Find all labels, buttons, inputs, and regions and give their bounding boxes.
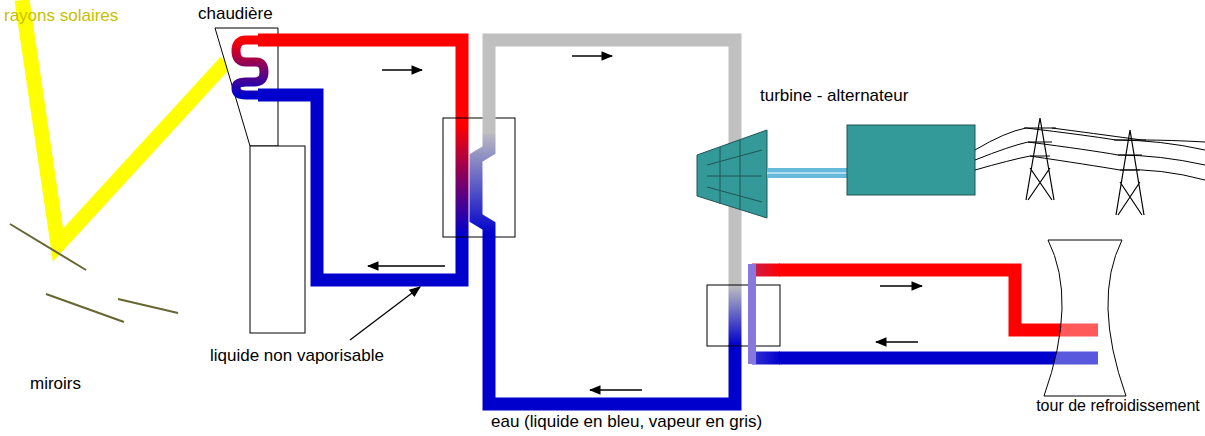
mirrors — [10, 224, 178, 322]
ray-label: rayons solaires — [4, 6, 118, 26]
tower-label: tour de refroidissement — [1036, 397, 1200, 415]
primary-loop — [236, 40, 462, 280]
cooling-tower — [1044, 240, 1126, 396]
turbine-blades — [707, 140, 762, 210]
turbine — [697, 130, 767, 218]
sun-ray — [22, 0, 226, 245]
water-loop — [476, 40, 735, 404]
water-label: eau (liquide en bleu, vapeur en gris) — [491, 412, 762, 432]
boiler-tower — [250, 146, 305, 333]
boiler-label: chaudière — [198, 4, 273, 24]
fluid-label: liquide non vaporisable — [210, 346, 384, 366]
alternator — [847, 125, 975, 195]
shaft — [767, 168, 847, 178]
turbine-label: turbine - alternateur — [760, 86, 908, 106]
flow-arrow — [368, 56, 922, 390]
mirror-label: miroirs — [30, 374, 81, 394]
condenser — [707, 285, 780, 346]
heat-exchanger — [443, 118, 515, 237]
leader-line — [350, 287, 420, 340]
pylons — [1024, 118, 1146, 215]
cooling-loop — [752, 264, 1098, 364]
power-lines — [975, 128, 1205, 180]
